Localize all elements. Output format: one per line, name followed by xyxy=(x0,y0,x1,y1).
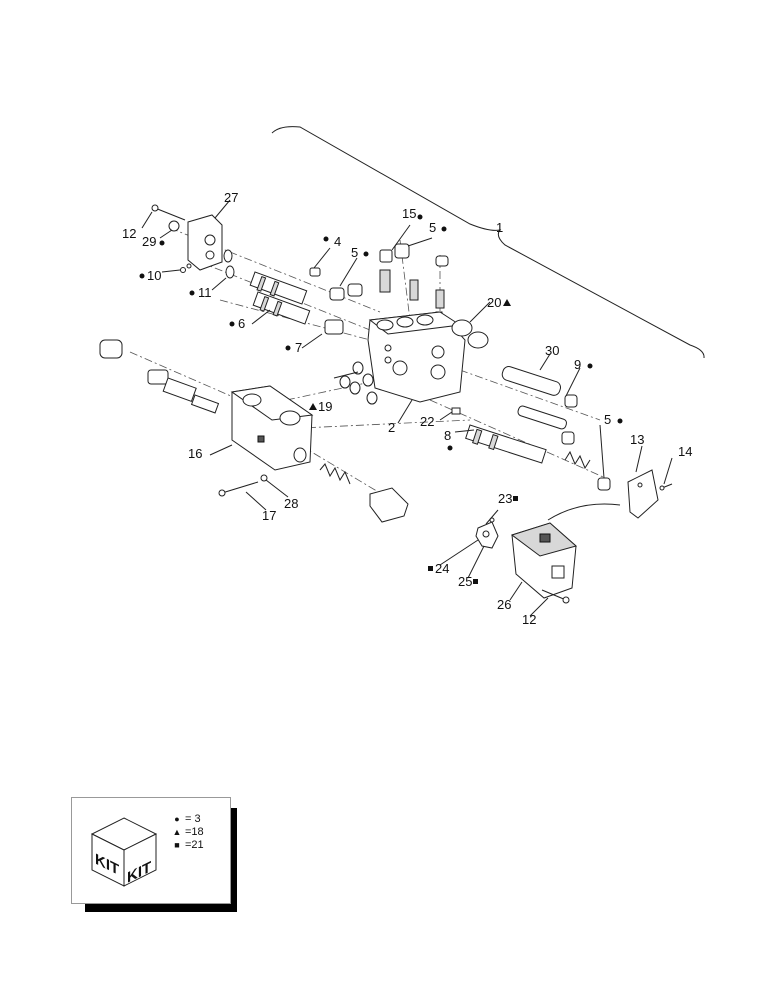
seals-23-25 xyxy=(475,517,499,549)
cover-13 xyxy=(627,469,659,519)
arrow-to-cover xyxy=(547,503,621,521)
callout-14: 14 xyxy=(678,444,692,459)
bolt-12-bottom xyxy=(541,589,570,604)
callout-22: 22 xyxy=(420,414,434,429)
plug-20 xyxy=(451,319,489,349)
solenoid-block-26 xyxy=(510,522,578,599)
kit-square-23 xyxy=(513,496,518,501)
kit-legend-key: ●= 3 ▲=18 ■=21 xyxy=(172,813,204,852)
legend-row-triangle: ▲=18 xyxy=(172,826,204,838)
bolt-12-top xyxy=(151,204,186,221)
kit-legend: KIT KIT ●= 3 ▲=18 ■=21 xyxy=(71,797,231,904)
callout-15: 15 xyxy=(402,206,416,221)
callout-5-a: 5 xyxy=(351,245,358,260)
kit-triangle-20 xyxy=(503,299,511,306)
kit-triangle-19 xyxy=(309,403,317,410)
valve-body-2 xyxy=(367,311,466,403)
callout-29: 29 xyxy=(142,234,156,249)
kit-square-25 xyxy=(473,579,478,584)
callout-30: 30 xyxy=(545,343,559,358)
callout-27: 27 xyxy=(224,190,238,205)
callout-24: 24 xyxy=(435,561,449,576)
callout-11: 11 xyxy=(198,285,212,300)
kit-dot-7 xyxy=(285,345,291,351)
legend-row-dot: ●= 3 xyxy=(174,813,201,825)
callout-25: 25 xyxy=(458,574,472,589)
callout-8: 8 xyxy=(444,428,451,443)
orings-11 xyxy=(223,249,235,279)
callout-23: 23 xyxy=(498,491,512,506)
kit-dot-5-c xyxy=(617,418,623,424)
washer-28 xyxy=(260,474,268,482)
spool-8 xyxy=(465,424,547,464)
plug-29 xyxy=(168,220,180,232)
callout-9: 9 xyxy=(574,357,581,372)
screw-14 xyxy=(659,483,673,491)
kit-dot-8 xyxy=(447,445,453,451)
callout-2: 2 xyxy=(388,420,395,435)
spool-6 xyxy=(252,291,311,325)
kit-cube-icon: KIT KIT xyxy=(90,817,158,887)
kit-dot-15 xyxy=(417,214,423,220)
callout-6: 6 xyxy=(238,316,245,331)
kit-dot-11 xyxy=(189,290,195,296)
callout-20: 20 xyxy=(487,295,501,310)
end-cover-27 xyxy=(187,214,223,271)
callout-26: 26 xyxy=(497,597,511,612)
orings-19 xyxy=(339,361,378,405)
kit-dot-10 xyxy=(139,273,145,279)
callout-1: 1 xyxy=(496,220,503,235)
callout-12-top: 12 xyxy=(122,226,136,241)
callout-17: 17 xyxy=(262,508,276,523)
kit-dot-5-b xyxy=(441,226,447,232)
callout-12-bottom: 12 xyxy=(522,612,536,627)
assembly-brace xyxy=(271,126,705,359)
callout-16: 16 xyxy=(188,446,202,461)
seals-10 xyxy=(180,263,192,273)
kit-dot-4 xyxy=(323,236,329,242)
bolt-17 xyxy=(218,481,259,497)
legend-row-square: ■=21 xyxy=(174,839,204,851)
plunger-4 xyxy=(309,267,321,277)
kit-dot-6 xyxy=(229,321,235,327)
callout-13: 13 xyxy=(630,432,644,447)
sleeve-30 xyxy=(501,366,562,396)
callout-7: 7 xyxy=(295,340,302,355)
callout-19: 19 xyxy=(318,399,332,414)
callout-28: 28 xyxy=(284,496,298,511)
valve-5 xyxy=(324,283,363,335)
callout-10: 10 xyxy=(147,268,161,283)
pin-22 xyxy=(451,407,461,415)
callout-5-b: 5 xyxy=(429,220,436,235)
kit-dot-5-a xyxy=(363,251,369,257)
kit-dot-9 xyxy=(587,363,593,369)
leader-lines xyxy=(141,199,673,617)
kit-square-24 xyxy=(428,566,433,571)
spring-and-plug xyxy=(319,463,409,523)
kit-dot-29 xyxy=(159,240,165,246)
housing-16 xyxy=(230,385,314,471)
callout-5-c: 5 xyxy=(604,412,611,427)
rod-9 xyxy=(517,394,578,430)
poppets-15 xyxy=(379,243,449,325)
callout-4: 4 xyxy=(334,234,341,249)
piston-left xyxy=(99,339,220,414)
spool-7 xyxy=(249,271,308,305)
